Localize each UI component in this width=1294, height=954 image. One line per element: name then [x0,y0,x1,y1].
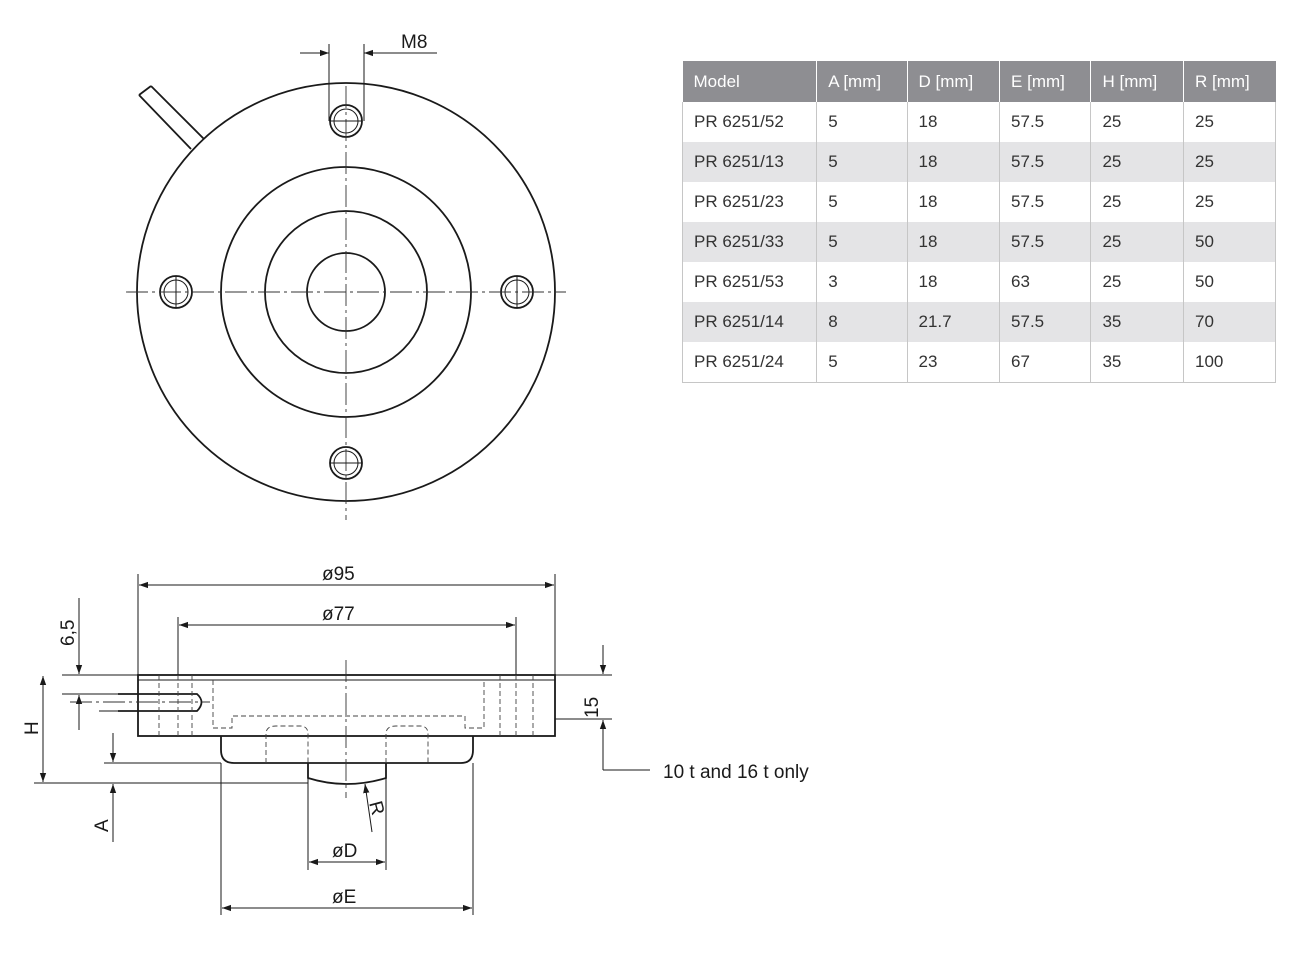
cell-r: 70 [1183,302,1276,342]
label-h: H [22,721,43,735]
cell-r: 25 [1183,142,1276,182]
cell-a: 5 [816,342,908,383]
cell-model: PR 6251/24 [681,342,818,383]
hub-body [220,736,474,764]
cell-e: 57.5 [999,222,1092,262]
note-10t-16t: 10 t and 16 t only [663,762,809,783]
label-r: R [364,799,388,818]
header-h: H [mm] [1090,61,1184,102]
cell-e: 57.5 [999,302,1092,342]
label-d95: ø95 [322,564,355,585]
cell-h: 25 [1090,102,1184,142]
cell-d: 21.7 [907,302,1001,342]
header-r: R [mm] [1183,61,1276,102]
cable [138,85,206,150]
label-6-5: 6,5 [58,620,79,646]
cell-d: 18 [907,142,1001,182]
dim-6-5: 6,5 [58,598,138,730]
cell-r: 25 [1183,182,1276,222]
cell-model: PR 6251/13 [681,142,818,182]
table-row: PR 6251/14 8 21.7 57.5 35 70 [681,302,1276,342]
cell-model: PR 6251/14 [681,302,818,342]
dim-d77: ø77 [177,604,517,675]
table-row: PR 6251/23 5 18 57.5 25 25 [681,182,1276,222]
table-row: PR 6251/53 3 18 63 25 50 [681,262,1276,302]
cell-r: 100 [1183,342,1276,383]
table-row: PR 6251/33 5 18 57.5 25 50 [681,222,1276,262]
cell-d: 18 [907,102,1001,142]
cell-r: 50 [1183,262,1276,302]
cell-h: 35 [1090,342,1184,383]
cell-h: 35 [1090,302,1184,342]
dim-dd: øD [307,778,387,870]
cell-model: PR 6251/33 [681,222,818,262]
cell-model: PR 6251/23 [681,182,818,222]
cell-r: 25 [1183,102,1276,142]
label-15: 15 [582,697,603,718]
cell-e: 57.5 [999,182,1092,222]
cable-stub [70,693,210,712]
cell-d: 18 [907,262,1001,302]
header-model: Model [682,61,818,102]
label-dd: øD [332,841,357,862]
cell-a: 3 [816,262,908,302]
cell-d: 23 [907,342,1001,383]
dim-a: A [92,733,221,842]
cell-model: PR 6251/53 [681,262,818,302]
dim-d95: ø95 [137,564,556,675]
dim-15: 15 [555,645,650,771]
cell-e: 63 [999,262,1092,302]
dim-r: R [363,783,388,833]
cell-e: 57.5 [999,142,1092,182]
label-m8: M8 [401,32,427,53]
cell-h: 25 [1090,182,1184,222]
header-a: A [mm] [816,61,908,102]
cell-a: 8 [816,302,908,342]
table-row: PR 6251/13 5 18 57.5 25 25 [681,142,1276,182]
cell-e: 57.5 [999,102,1092,142]
flange-body [137,674,556,737]
dim-h: H [22,676,308,784]
header-d: D [mm] [907,61,1001,102]
load-button [307,763,387,785]
cell-h: 25 [1090,142,1184,182]
cell-h: 25 [1090,262,1184,302]
dim-m8: M8 [300,32,437,121]
top-view: M8 [126,32,566,520]
dimensions-table: Model A [mm] D [mm] E [mm] H [mm] R [mm]… [681,61,1276,383]
cell-a: 5 [816,222,908,262]
table-row: PR 6251/24 5 23 67 35 100 [681,342,1276,383]
label-a: A [92,819,113,832]
label-d77: ø77 [322,604,355,625]
header-e: E [mm] [999,61,1092,102]
hidden-lines [158,675,534,763]
cell-a: 5 [816,182,908,222]
table-header-row: Model A [mm] D [mm] E [mm] H [mm] R [mm] [682,61,1276,102]
cell-h: 25 [1090,222,1184,262]
cell-model: PR 6251/52 [681,102,818,142]
cell-d: 18 [907,182,1001,222]
table-row: PR 6251/52 5 18 57.5 25 25 [681,102,1276,142]
dim-de: øE [220,763,474,915]
cell-a: 5 [816,102,908,142]
cell-e: 67 [999,342,1092,383]
cell-r: 50 [1183,222,1276,262]
cell-a: 5 [816,142,908,182]
label-de: øE [332,887,356,908]
cell-d: 18 [907,222,1001,262]
side-view: ø95 ø77 6,5 H A [22,564,809,915]
